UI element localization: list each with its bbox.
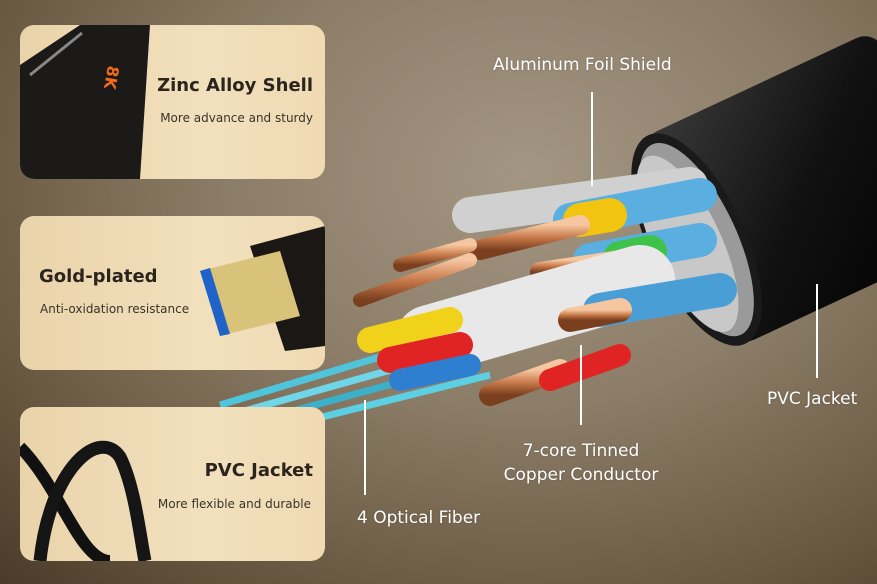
callout-line xyxy=(816,284,818,378)
feature-title: Zinc Alloy Shell xyxy=(157,75,313,96)
callout-optical-fiber: 4 Optical Fiber xyxy=(357,508,481,528)
svg-text:8K: 8K xyxy=(100,64,123,91)
feature-card-gold-plated: Gold-plated Anti-oxidation resistance xyxy=(20,216,325,370)
gold-plated-connector-image xyxy=(200,226,325,351)
feature-title: PVC Jacket xyxy=(204,460,313,481)
callout-pvc-jacket: PVC Jacket xyxy=(767,389,858,409)
callout-line xyxy=(580,345,582,425)
conductors xyxy=(353,167,737,406)
feature-title: Gold-plated xyxy=(39,266,158,287)
callout-line xyxy=(591,92,593,186)
callout-conductor-line1: 7-core Tinned xyxy=(522,441,640,461)
feature-card-pvc-jacket: PVC Jacket More flexible and durable xyxy=(20,407,325,561)
coiled-cable-image xyxy=(20,440,152,561)
feature-subtitle: More flexible and durable xyxy=(157,497,311,511)
feature-card-zinc-alloy-shell: 8K Zinc Alloy Shell More advance and stu… xyxy=(20,25,325,179)
feature-subtitle: More advance and sturdy xyxy=(160,111,313,125)
feature-subtitle: Anti-oxidation resistance xyxy=(40,302,190,316)
callout-conductor-line2: Copper Conductor xyxy=(503,465,659,485)
callout-line xyxy=(364,400,366,495)
callout-aluminum-foil-shield: Aluminum Foil Shield xyxy=(493,55,672,75)
hdmi-connector-shell-image: 8K xyxy=(20,25,150,179)
